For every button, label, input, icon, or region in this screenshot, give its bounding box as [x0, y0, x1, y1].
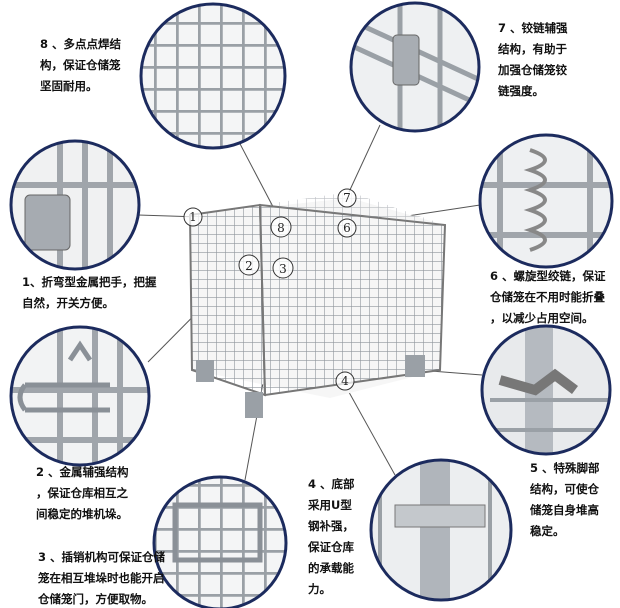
detail-circle-4 [369, 458, 513, 602]
marker-2: 2 [245, 259, 253, 273]
feature-5-caption: 5 、特殊脚部 结构，可使仓 储笼自身堆高 稳定。 [530, 461, 600, 538]
marker-4: 4 [341, 374, 349, 388]
callout-markers [183, 188, 357, 391]
detail-circle-2 [9, 325, 151, 467]
detail-circle-1 [9, 139, 141, 271]
marker-8: 8 [277, 221, 285, 235]
marker-7: 7 [343, 191, 351, 205]
feature-7-caption: 7 、铰链辅强 结构，有助于 加强仓储笼铰 链强度。 [498, 21, 568, 98]
detail-circle-6 [478, 133, 614, 269]
feature-4-caption: 4 、底部 采用U型 钢补强， 保证仓库 的承载能 力。 [308, 477, 355, 596]
feature-1-caption: 1、折弯型金属把手，把握 自然，开关方便。 [22, 275, 157, 310]
detail-circle-3 [152, 475, 288, 608]
marker-6: 6 [343, 221, 351, 235]
feature-2-caption: 2 、金属辅强结构 ，保证仓库相互之 间稳定的堆机垛。 [36, 465, 129, 521]
detail-circle-8 [139, 2, 287, 150]
feature-6-caption: 6 、螺旋型绞链，保证 仓储笼在不用时能折叠 ，以减少占用空间。 [490, 269, 606, 325]
marker-3: 3 [279, 262, 287, 276]
feature-8-caption: 8 、多点点焊结 构，保证仓储笼 坚固耐用。 [40, 37, 122, 93]
marker-1: 1 [189, 210, 197, 224]
detail-circle-5 [480, 324, 612, 456]
wire-cage-photo [188, 192, 447, 418]
detail-circle-7 [349, 1, 481, 133]
feature-3-caption: 3 、插销机构可保证仓储 笼在相互堆垛时也能开启 仓储笼门，方便取物。 [38, 550, 166, 606]
